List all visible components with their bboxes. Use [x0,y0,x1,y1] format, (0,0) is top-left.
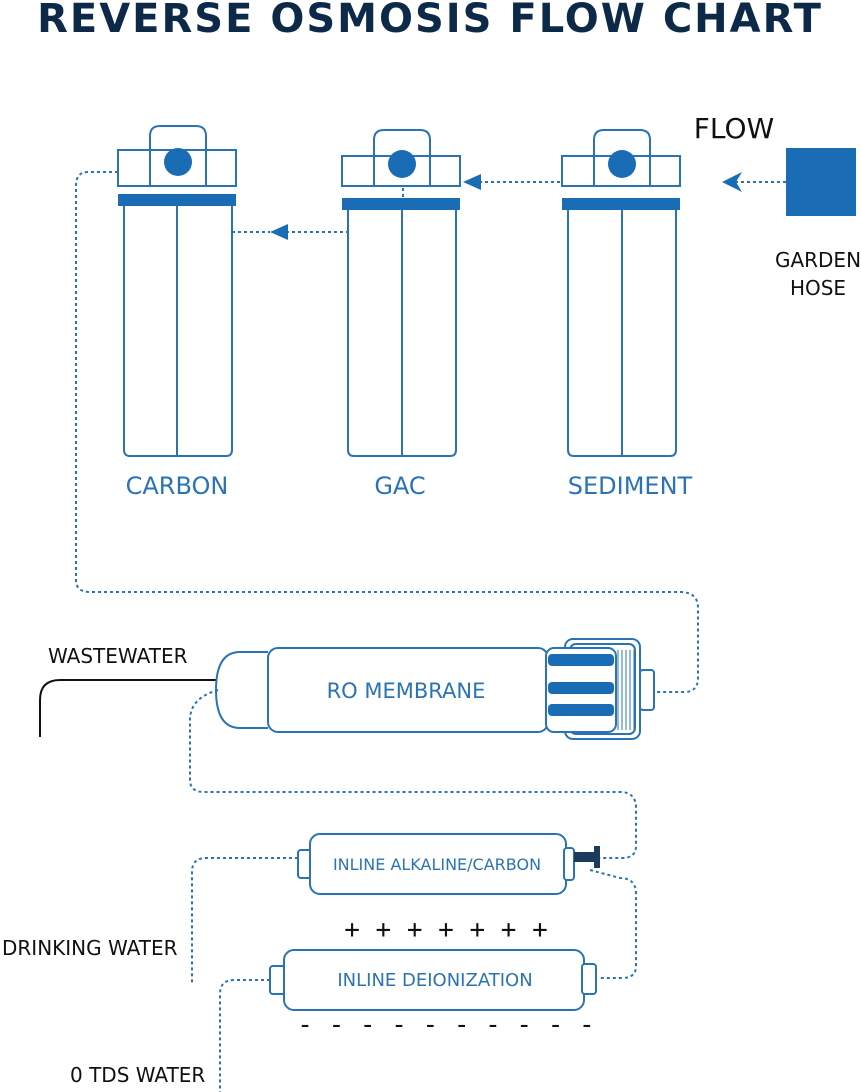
inline-alkaline-fitting [574,846,600,868]
wastewater-label: WASTEWATER [48,644,188,668]
drinking-water-line [191,857,298,985]
garden-hose-label-line1: GARDEN [775,248,861,272]
garden-hose-block [786,148,856,216]
ro-membrane-cap-stripes [548,654,614,716]
sediment-filter [561,129,681,457]
minus-signs: - - - - - - - - - - [297,1010,594,1040]
flow-label: FLOW [694,112,774,145]
tds-water-line [219,979,270,1092]
alkaline-to-deionization-line [589,869,637,979]
ro-membrane-cap-grille [617,650,635,730]
tds-water-label: 0 TDS WATER [70,1063,205,1087]
inline-deionization-label: INLINE DEIONIZATION [337,970,532,991]
gac-filter-port [388,150,416,178]
carbon-filter [117,125,237,457]
carbon-filter-label: CARBON [126,472,229,500]
page-title: REVERSE OSMOSIS FLOW CHART [37,0,823,42]
wastewater-line [39,679,218,737]
garden-hose-label-line2: HOSE [790,276,846,300]
plus-signs: + + + + + + + [344,915,548,945]
inline-alkaline-filter [297,833,575,895]
arrow-into-sediment [722,172,742,192]
drinking-water-label: DRINKING WATER [2,936,178,960]
carbon-filter-port [164,148,192,176]
gac-filter [341,129,461,457]
sediment-filter-port [608,150,636,178]
sediment-filter-label: SEDIMENT [568,472,693,500]
inline-deionization-filter [269,949,597,1011]
arrow-into-gac [463,174,481,190]
arrow-into-carbon [270,224,288,240]
gac-filter-label: GAC [374,472,425,500]
inline-alkaline-label: INLINE ALKALINE/CARBON [333,855,541,874]
ro-to-alkaline-line [189,689,637,859]
ro-membrane-label: RO MEMBRANE [327,679,486,703]
